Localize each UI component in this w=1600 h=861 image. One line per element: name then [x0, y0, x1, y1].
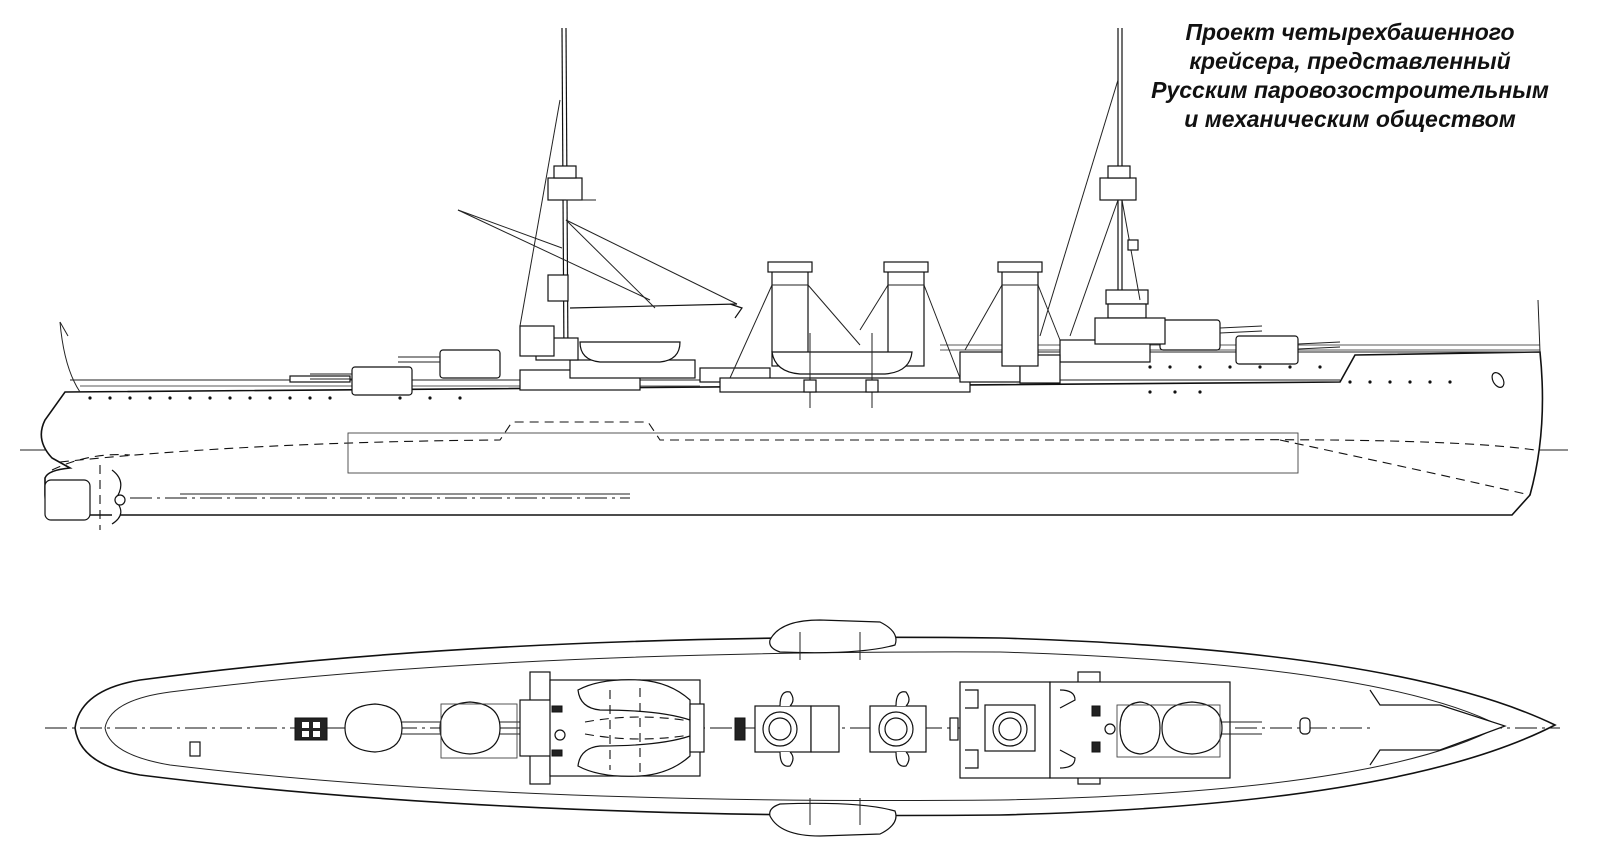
turret-aft-2-plan: [344, 703, 442, 753]
plan-turret-box-fore: [1116, 704, 1221, 758]
stern-flagstaff: [59, 321, 69, 337]
aft-superstructure-plan: [519, 671, 705, 785]
turret-fore-2: [1235, 335, 1341, 365]
superstructure: [289, 339, 1151, 393]
bridge-deckhouse: [519, 325, 555, 357]
boat-aft: [579, 341, 681, 363]
foremast: [1039, 28, 1166, 345]
mainmast: [457, 27, 743, 361]
rudder: [44, 479, 91, 521]
funnel-2-plan: [869, 691, 927, 767]
funnel-3: [997, 261, 1043, 367]
stern-post: [59, 321, 81, 393]
forecastle-break-plan: [1369, 689, 1507, 766]
lower-hull-dashed: [1279, 439, 1531, 496]
stern-dashed-profile: [51, 454, 131, 471]
plan-view: [45, 619, 1560, 837]
side-profile-view: [20, 27, 1568, 530]
propeller-icon: [99, 465, 126, 530]
caption-line-4: и механическим обществом: [1184, 106, 1516, 132]
drawing-caption: Проект четырехбашенного крейсера, предст…: [1130, 18, 1570, 134]
bow-capstan: [1299, 717, 1311, 735]
turret-aft-1: [398, 349, 501, 379]
funnel-1: [767, 261, 813, 367]
hawse-pipe: [1491, 372, 1505, 388]
bow-stem: [1537, 299, 1541, 353]
funnel-3-plan: [949, 681, 1051, 779]
stern-hatch: [189, 717, 328, 757]
funnel-2: [883, 261, 929, 367]
davits: [803, 333, 879, 408]
plan-turret-box-aft: [440, 703, 518, 759]
caption-line-2: крейсера, представленный: [1189, 48, 1511, 74]
funnel-1-plan: [734, 691, 840, 767]
caption-line-1: Проект четырехбашенного: [1185, 19, 1515, 45]
boat-starboard: [769, 798, 897, 837]
caption-line-3: Русским паровозостроительным: [1151, 77, 1549, 103]
belt-outline-box: [347, 432, 1299, 474]
boat-midship: [771, 351, 913, 375]
funnel-stays: [729, 284, 1061, 379]
boat-port: [769, 619, 897, 660]
hull-side: [40, 351, 1544, 516]
portholes: [88, 365, 1505, 400]
turret-aft-2: [310, 366, 413, 396]
turret-fore-1-plan: [1119, 701, 1161, 755]
